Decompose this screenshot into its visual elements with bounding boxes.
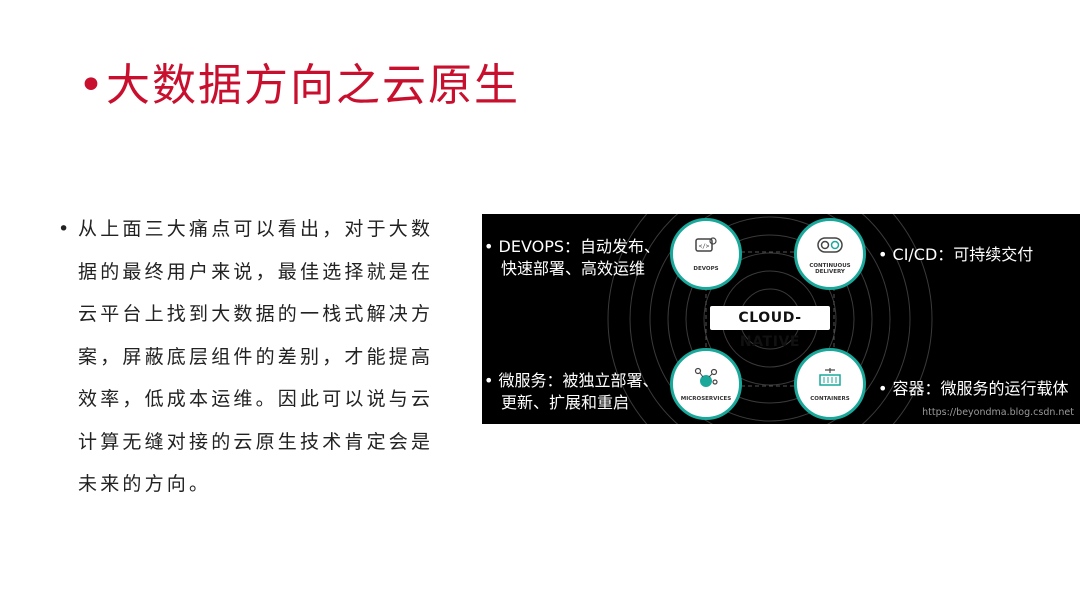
continuous-delivery-caption: CONTINUOUS DELIVERY [809, 263, 851, 275]
paragraph-text: 从上面三大痛点可以看出，对于大数据的最终用户来说，最佳选择就是在云平台上找到大数… [78, 218, 434, 495]
svg-text:</>: </> [699, 243, 710, 250]
microservices-label: • 微服务：被独立部署、 更新、扩展和重启 [484, 371, 659, 412]
body-paragraph: • 从上面三大痛点可以看出，对于大数据的最终用户来说，最佳选择就是在云平台上找到… [58, 208, 450, 506]
image-watermark: https://beyondma.blog.csdn.net [922, 407, 1074, 418]
gears-icon [817, 237, 843, 253]
code-monitor-icon: </> [695, 237, 717, 252]
network-nodes-icon [694, 367, 718, 387]
cloud-native-logo: CLOUD-NATIVE [710, 306, 830, 350]
container-crate-icon [819, 368, 841, 386]
slide-title: •大数据方向之云原生 [78, 60, 520, 111]
devops-node-caption: DEVOPS [693, 266, 719, 272]
continuous-delivery-node: CONTINUOUS DELIVERY [794, 218, 866, 290]
microservices-node: MICROSERVICES [670, 348, 742, 420]
containers-label: • 容器：微服务的运行载体 [878, 379, 1069, 398]
microservices-caption: MICROSERVICES [680, 396, 732, 402]
containers-caption: CONTAINERS [810, 396, 850, 402]
containers-node: CONTAINERS [794, 348, 866, 420]
cloud-native-figure: • DEVOPS：自动发布、 快速部署、高效运维 • CI/CD：可持续交付 •… [482, 214, 1080, 424]
cicd-label: • CI/CD：可持续交付 [878, 245, 1034, 264]
devops-label: • DEVOPS：自动发布、 快速部署、高效运维 [484, 237, 661, 278]
figure-background-rings [607, 214, 933, 424]
bullet-marker: • [58, 218, 73, 240]
devops-node: </> DEVOPS [670, 218, 742, 290]
